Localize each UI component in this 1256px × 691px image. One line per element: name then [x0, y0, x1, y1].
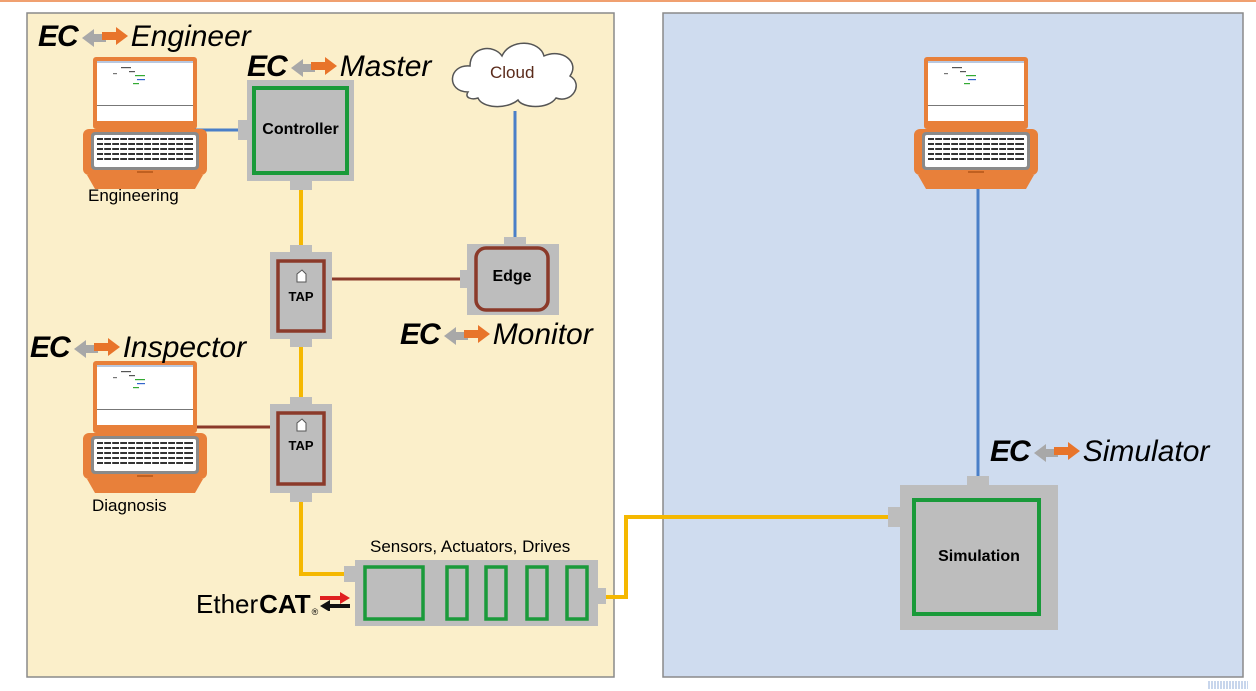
tap-upper-frame [276, 259, 326, 333]
ethercat-logo-prefix: Ether [196, 589, 259, 619]
simulation-frame [912, 498, 1041, 616]
product-logo-monitor: EC Monitor [400, 320, 593, 350]
corner-watermark [1208, 681, 1248, 689]
ec-mark: EC [38, 20, 79, 53]
product-logo-engineer: EC Engineer [38, 22, 251, 52]
product-logo-simulator: EC Simulator [990, 437, 1209, 467]
tap-upper-label: TAP [288, 289, 314, 304]
ethercat-logo: Ether CAT ® [196, 589, 351, 620]
edge-label: Edge [492, 268, 532, 285]
laptop-engineering [83, 57, 207, 189]
product-logo-inspector: EC Inspector [30, 333, 246, 363]
controller-port-bottom [290, 180, 312, 190]
tap-lower-frame [276, 411, 326, 486]
laptop-diagnosis [83, 361, 207, 493]
device-module-3 [525, 565, 549, 621]
edge-frame [474, 246, 550, 312]
tap-lower-box [270, 404, 332, 493]
product-name-master: Master [339, 50, 432, 83]
ethercat-link-tap-devices [299, 502, 355, 576]
devices-label: Sensors, Actuators, Drives [370, 537, 571, 556]
ethercat-logo-registered: ® [311, 607, 319, 617]
device-chain-body [355, 560, 598, 626]
edge-box [467, 244, 559, 315]
diagnosis-label: Diagnosis [92, 496, 167, 515]
product-name-simulator: Simulator [1082, 435, 1210, 468]
bidirectional-arrow-icon [290, 57, 337, 77]
simulation-label: Simulation [938, 548, 1020, 565]
device-module-1 [445, 565, 469, 621]
controller-frame [252, 86, 349, 175]
cloud-label: Cloud [490, 63, 535, 82]
cloud-shape [451, 42, 577, 108]
bidirectional-arrow-icon [1033, 442, 1080, 462]
device-master-module [363, 565, 425, 621]
ec-mark: EC [990, 435, 1031, 468]
controller-port-left [238, 120, 248, 140]
top-accent-line [0, 0, 1256, 2]
bidirectional-arrow-icon [443, 325, 490, 345]
ethercat-arrows-icon [320, 592, 351, 611]
product-name-engineer: Engineer [130, 20, 251, 53]
controller-box [247, 80, 354, 181]
ec-mark: EC [30, 331, 71, 364]
tap-lower-label: TAP [288, 438, 314, 453]
tap-upper-connector [296, 269, 307, 283]
bidirectional-arrow-icon [73, 338, 120, 358]
product-name-inspector: Inspector [122, 331, 247, 364]
bidirectional-arrow-icon [81, 27, 128, 47]
tap-upper-box [270, 252, 332, 339]
tap-lower-connector [296, 418, 307, 432]
device-module-2 [484, 565, 508, 621]
ethercat-link-devices-simulation [598, 515, 890, 599]
controller-label: Controller [262, 121, 339, 138]
ec-mark: EC [400, 318, 441, 351]
simulation-box [900, 485, 1058, 630]
device-module-4 [565, 565, 589, 621]
laptop-simulator [914, 57, 1038, 189]
product-name-monitor: Monitor [492, 318, 593, 351]
ec-mark: EC [247, 50, 288, 83]
ethercat-logo-suffix: CAT [259, 589, 311, 619]
product-logo-master: EC Master [247, 52, 431, 82]
engineering-label: Engineering [88, 186, 179, 205]
